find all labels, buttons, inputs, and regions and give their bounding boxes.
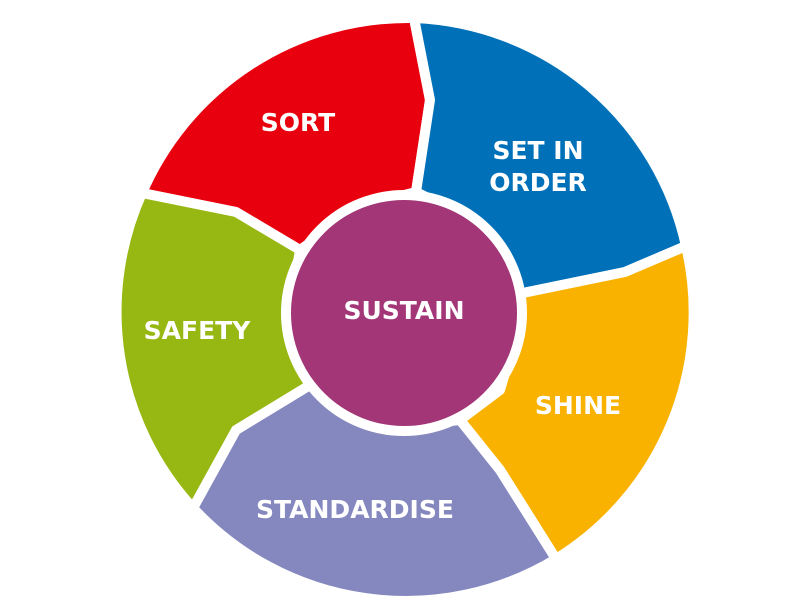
label-sort: SORT bbox=[261, 108, 335, 137]
label-set-in-order-line-1: SET IN bbox=[492, 136, 583, 165]
label-set-in-order-line-2: ORDER bbox=[489, 168, 587, 197]
label-safety: SAFETY bbox=[144, 316, 252, 345]
segment-safety bbox=[111, 188, 315, 513]
label-sustain: SUSTAIN bbox=[344, 296, 465, 325]
center-circle-sustain bbox=[281, 190, 527, 436]
label-shine: SHINE bbox=[535, 391, 621, 420]
label-standardise: STANDARDISE bbox=[256, 495, 454, 524]
